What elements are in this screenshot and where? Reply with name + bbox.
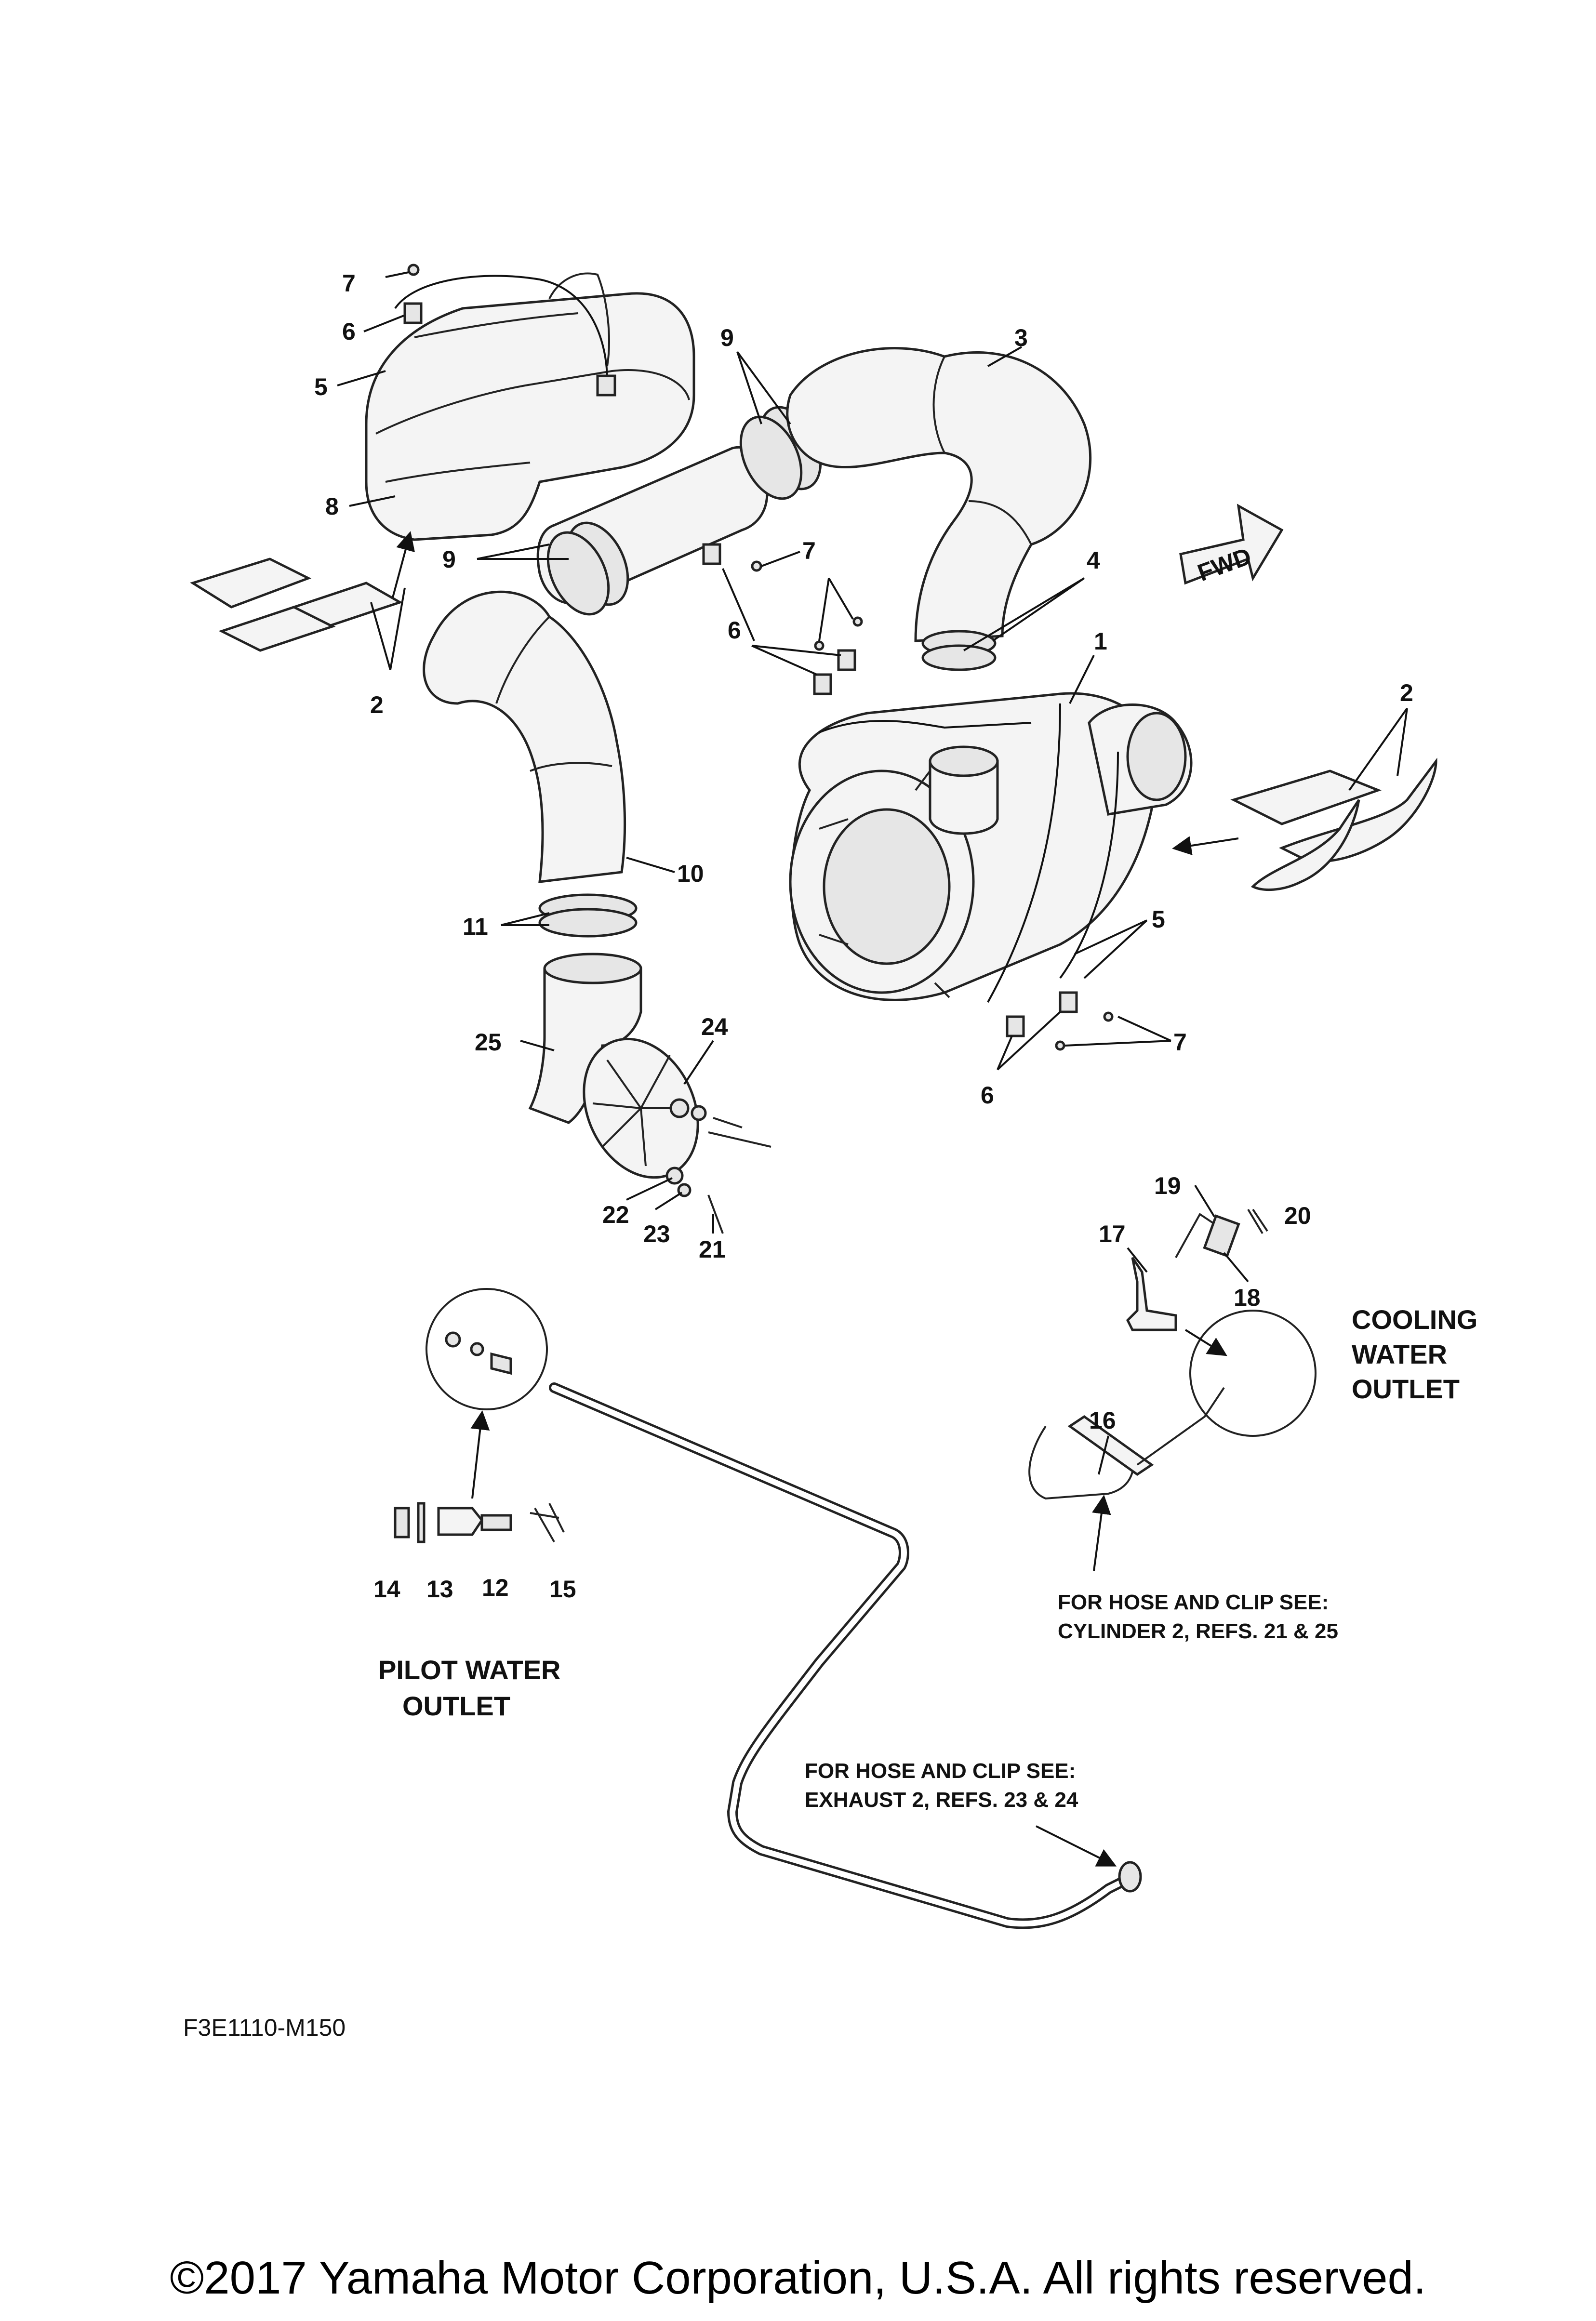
ref-9-mid: 9 (442, 546, 456, 573)
ref-19: 19 (1154, 1172, 1181, 1199)
hose-end-fitting (1118, 1861, 1142, 1893)
ref-7-right: 7 (1173, 1029, 1187, 1056)
ref-2-right: 2 (1400, 679, 1413, 706)
ref-16: 16 (1089, 1407, 1116, 1434)
fwd-arrow: FWD (1179, 504, 1284, 586)
straight-duct-part (536, 406, 822, 616)
ref-8: 8 (325, 493, 339, 520)
mats-right-part (1230, 757, 1437, 891)
ref-23: 23 (643, 1220, 670, 1247)
ref-6-right: 6 (981, 1082, 994, 1109)
ref-15: 15 (549, 1576, 576, 1603)
clips-6-7-part (403, 264, 1114, 1051)
svg-text:OUTLET: OUTLET (402, 1691, 510, 1721)
pilot-water-outlet-part (394, 1288, 565, 1543)
drawing-code: F3E1110-M150 (183, 2014, 346, 2041)
elbow-part (528, 953, 642, 1124)
ref-17: 17 (1099, 1220, 1126, 1247)
strap-clip (596, 374, 616, 397)
cylinder-hose-note: FOR HOSE AND CLIP SEE: CYLINDER 2, REFS.… (1058, 1591, 1338, 1643)
ref-3: 3 (1014, 324, 1028, 351)
ref-6-mid: 6 (728, 617, 741, 644)
svg-text:PILOT WATER: PILOT WATER (378, 1655, 561, 1685)
curved-duct-upper-part (786, 347, 1092, 642)
ref-25: 25 (475, 1029, 502, 1056)
ref-11: 11 (463, 913, 488, 940)
curved-duct-lower-part (423, 590, 626, 883)
cooling-water-outlet-part (1028, 1208, 1317, 1500)
ref-12: 12 (482, 1574, 509, 1601)
ref-5-right: 5 (1152, 906, 1165, 933)
cooling-water-outlet-label: COOLING WATER OUTLET (1352, 1304, 1477, 1404)
airbox-strap-top (819, 720, 1032, 733)
ref-5-top: 5 (314, 373, 328, 400)
ref-2-left: 2 (370, 691, 384, 718)
clamp-11-part (538, 893, 638, 938)
ref-1: 1 (1094, 628, 1107, 655)
ref-18: 18 (1234, 1284, 1261, 1311)
ref-9-top: 9 (720, 324, 734, 351)
leader-lines (337, 271, 1408, 1475)
ref-24: 24 (701, 1013, 728, 1040)
mats-left-part (190, 557, 403, 652)
reference-numbers: 7 6 5 8 9 3 9 7 6 4 1 2 2 10 11 5 25 24 … (314, 270, 1413, 1603)
pilot-water-outlet-label: PILOT WATER OUTLET (378, 1655, 561, 1721)
ref-6-top: 6 (342, 318, 356, 345)
air-box-part (789, 692, 1193, 1003)
pilot-outlet-detail-circle (426, 1288, 548, 1410)
bolts-21-23-part (665, 1098, 771, 1234)
ref-10: 10 (677, 860, 704, 887)
svg-text:CYLINDER 2, REFS. 21 & 25: CYLINDER 2, REFS. 21 & 25 (1058, 1619, 1338, 1643)
cooling-outlet-detail-circle (1189, 1310, 1317, 1437)
pilot-water-hose (549, 1382, 1133, 1929)
cover-24-part (583, 1037, 699, 1179)
silencer-strap (394, 275, 608, 381)
svg-text:EXHAUST 2, REFS. 23 & 24: EXHAUST 2, REFS. 23 & 24 (805, 1788, 1078, 1812)
ref-7-top: 7 (342, 270, 356, 297)
svg-text:WATER: WATER (1352, 1339, 1447, 1369)
svg-text:OUTLET: OUTLET (1352, 1374, 1460, 1404)
svg-text:FOR HOSE AND CLIP SEE:: FOR HOSE AND CLIP SEE: (805, 1759, 1076, 1783)
ref-14: 14 (373, 1576, 400, 1603)
copyright-notice: ©2017 Yamaha Motor Corporation, U.S.A. A… (170, 2252, 1426, 2304)
exhaust-hose-note: FOR HOSE AND CLIP SEE: EXHAUST 2, REFS. … (805, 1759, 1078, 1812)
arrows (392, 531, 1239, 1867)
ref-21: 21 (699, 1236, 726, 1263)
svg-text:COOLING: COOLING (1352, 1304, 1477, 1335)
svg-text:FOR HOSE AND CLIP SEE:: FOR HOSE AND CLIP SEE: (1058, 1591, 1329, 1614)
ref-22: 22 (602, 1201, 629, 1228)
ref-4: 4 (1087, 547, 1100, 574)
ref-7-mid: 7 (802, 537, 816, 564)
clamp-4-part (921, 630, 997, 671)
ref-20: 20 (1284, 1202, 1311, 1229)
ref-13: 13 (426, 1576, 453, 1603)
